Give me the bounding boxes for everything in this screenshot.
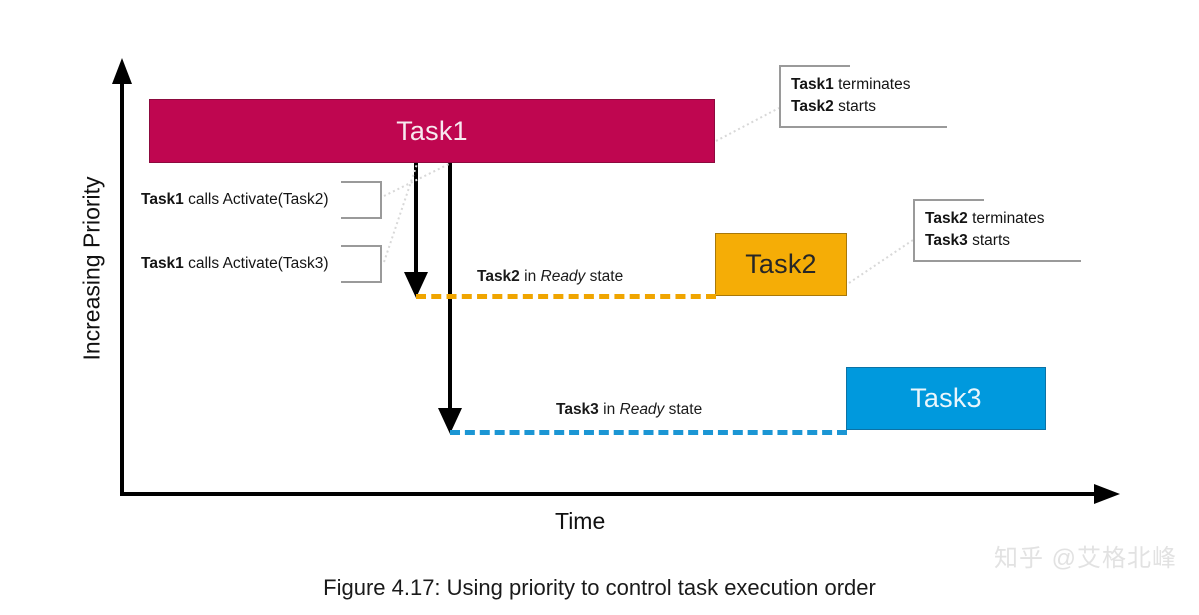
callout-bold-token: Task2 [791, 98, 834, 116]
callout-bracket-mask [141, 243, 341, 247]
leader-activate-task2 [383, 163, 450, 197]
figure-caption: Figure 4.17: Using priority to control t… [323, 575, 876, 600]
ready-caption-state: Ready [540, 268, 586, 285]
callout-rest-text: starts [833, 98, 877, 116]
callout-rest-text: calls Activate(Task2) [183, 191, 329, 208]
callout-rest-text: terminates [833, 76, 911, 93]
ready-caption-suffix: state [664, 401, 703, 418]
ready-caption-mid: in [519, 268, 541, 285]
callout-line: Task1 calls Activate(Task2) [141, 189, 372, 211]
callout-line: Task1 calls Activate(Task3) [141, 253, 372, 275]
ready-state-line-task2 [416, 294, 716, 299]
task-bar-task1[interactable]: Task1 [149, 99, 715, 163]
y-axis-arrowhead [112, 58, 132, 84]
task-bar-task2[interactable]: Task2 [715, 233, 847, 296]
callout-line: Task3 starts [925, 230, 1081, 252]
leader-task2-terminates [848, 239, 914, 284]
task-bar-label-task2: Task2 [745, 249, 817, 279]
callout-bracket-mask [850, 118, 950, 124]
callout-bold-token: Task1 [141, 255, 184, 272]
ready-caption-mid: in [598, 401, 620, 418]
ready-caption-state: Ready [619, 401, 665, 418]
callout-bracket-mask [141, 215, 341, 221]
callout-task1-activates-task2[interactable]: Task1 calls Activate(Task2) [141, 181, 382, 220]
task-bar-label-task3: Task3 [910, 383, 982, 413]
watermark: 知乎 @艾格北峰 [993, 545, 1177, 572]
leader-task1-terminates [715, 107, 780, 142]
x-axis-title: Time [555, 508, 606, 534]
task-bar-task3[interactable]: Task3 [846, 367, 1046, 430]
callout-line: Task2 terminates [925, 208, 1081, 230]
callout-bracket-mask [984, 252, 1084, 258]
callout-rest-text: terminates [967, 210, 1045, 227]
callout-bold-token: Task1 [791, 76, 834, 93]
callout-bracket-mask [984, 197, 1084, 201]
callout-line: Task1 terminates [791, 74, 947, 96]
callout-rest-text: calls Activate(Task3) [183, 255, 329, 272]
task-bar-label-task1: Task1 [396, 115, 468, 146]
callout-rest-text: starts [967, 232, 1011, 250]
callout-bracket-mask [141, 179, 341, 183]
callout-bold-token: Task2 [925, 210, 968, 227]
x-axis-arrowhead [1094, 484, 1120, 504]
ready-caption-task-name: Task3 [556, 401, 599, 418]
y-axis-title: Increasing Priority [78, 176, 105, 361]
callout-bracket-mask [850, 63, 950, 67]
callout-bold-token: Task3 [925, 232, 968, 250]
callout-bold-token: Task1 [141, 191, 184, 208]
callout-bracket-mask [141, 279, 341, 285]
ready-state-line-task3 [450, 430, 847, 435]
callout-task2-terminates-task3-starts[interactable]: Task2 terminates Task3 starts [913, 199, 1081, 262]
callout-task1-activates-task3[interactable]: Task1 calls Activate(Task3) [141, 245, 382, 284]
ready-caption-task-name: Task2 [477, 268, 520, 285]
callout-line: Task2 starts [791, 96, 947, 118]
ready-state-caption-task2: Task2 in Ready state [477, 268, 623, 286]
ready-caption-suffix: state [585, 268, 624, 285]
leader-activate-task3 [383, 163, 418, 263]
ready-state-caption-task3: Task3 in Ready state [556, 401, 702, 419]
